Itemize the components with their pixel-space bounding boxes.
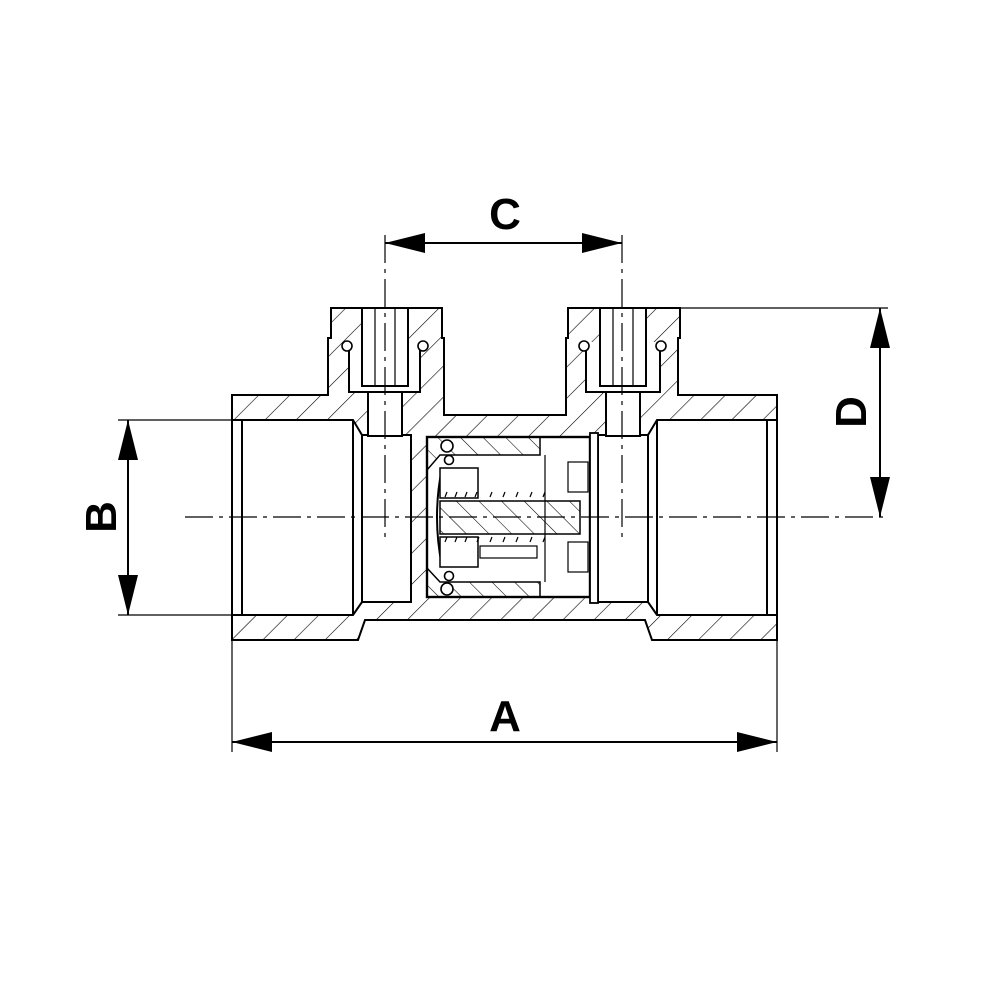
- right-test-plug: [578, 307, 667, 393]
- dimension-label-a: A: [489, 692, 521, 741]
- center-lines: [185, 235, 888, 540]
- dimension-label-c: C: [489, 190, 521, 239]
- dimension-label-d: D: [827, 396, 876, 428]
- check-valve-cartridge: [425, 432, 599, 604]
- dimension-c: C: [385, 190, 622, 253]
- dimension-b: B: [77, 420, 138, 615]
- valve-body: [231, 307, 778, 641]
- extension-lines: [118, 307, 888, 752]
- dimension-d: D: [827, 308, 890, 517]
- dimension-a: A: [232, 692, 777, 752]
- dimension-label-b: B: [77, 501, 126, 533]
- spring: [444, 491, 546, 543]
